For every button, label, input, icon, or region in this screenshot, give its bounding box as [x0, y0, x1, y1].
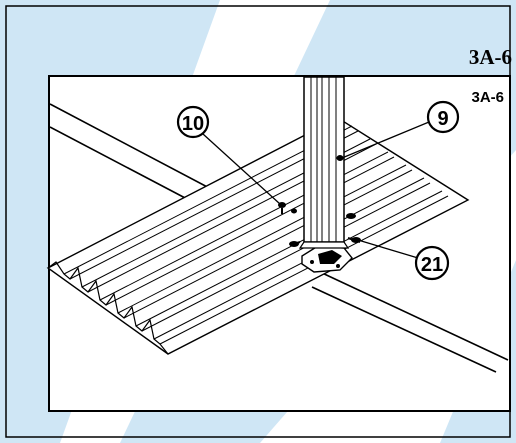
bolt-right — [346, 213, 356, 219]
bolt-21 — [347, 237, 361, 243]
leader-lines — [202, 121, 430, 259]
panel-label: 3A-6 — [471, 89, 504, 106]
screw-9 — [336, 155, 344, 161]
callout-10: 10 — [176, 105, 210, 139]
callout-9-label: 9 — [437, 108, 448, 130]
corner-base-bracket — [301, 245, 353, 273]
fasteners — [278, 155, 361, 247]
floor-joists — [49, 103, 509, 373]
bolt-left — [289, 241, 301, 247]
callout-21-label: 21 — [421, 254, 443, 276]
corner-post — [298, 76, 350, 249]
screw-10 — [278, 202, 297, 214]
callout-21: 21 — [414, 245, 450, 281]
step-heading: 3A-6 — [469, 45, 512, 69]
post-channel-lines — [310, 77, 337, 242]
callout-9: 9 — [426, 100, 460, 134]
callout-10-label: 10 — [182, 113, 204, 135]
